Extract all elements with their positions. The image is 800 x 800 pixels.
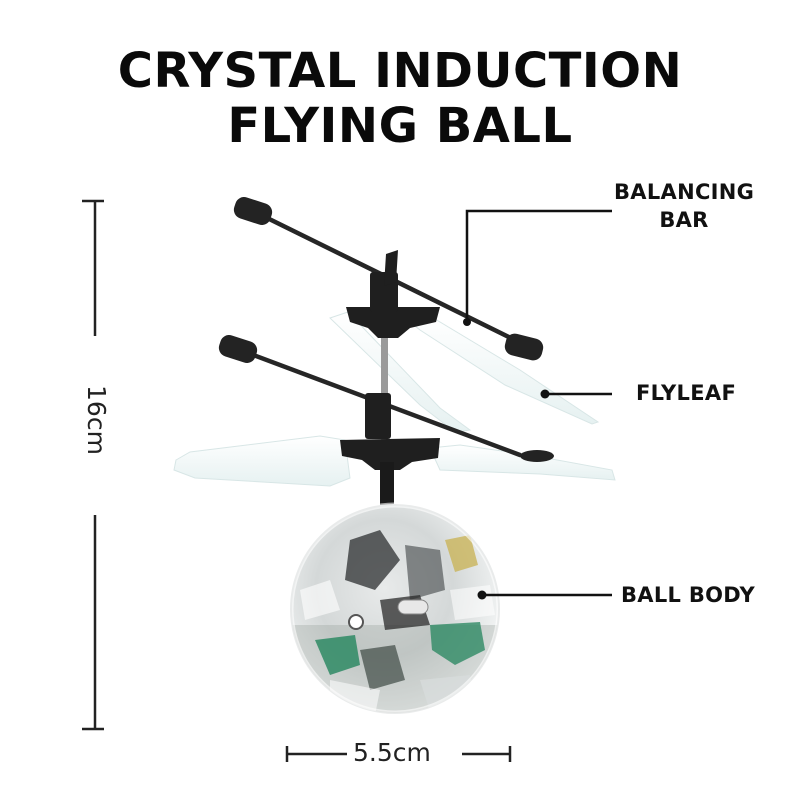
balancing-bar-leader: [465, 209, 612, 322]
width-dimension-line: [285, 746, 512, 762]
callout-balancing-bar: BALANCING BAR: [614, 178, 754, 234]
height-dimension-label: 16cm: [82, 385, 111, 455]
callout-balancing-bar-line1: BALANCING: [614, 180, 755, 204]
height-dimension-line: [82, 199, 104, 731]
callout-balancing-bar-line2: BAR: [659, 208, 709, 232]
title-line-2: FLYING BALL: [227, 98, 573, 154]
lower-flyleaf: [173, 435, 616, 487]
callout-flyleaf: FLYLEAF: [636, 381, 737, 405]
lower-rotor-hub: [340, 393, 440, 506]
callout-ball-body: BALL BODY: [621, 583, 756, 607]
ball-body: [288, 502, 502, 716]
width-dimension-label: 5.5cm: [353, 738, 431, 767]
upper-rotor-hub: [346, 250, 440, 338]
rotor-shaft: [381, 330, 388, 440]
title-line-1: CRYSTAL INDUCTION: [117, 43, 683, 99]
